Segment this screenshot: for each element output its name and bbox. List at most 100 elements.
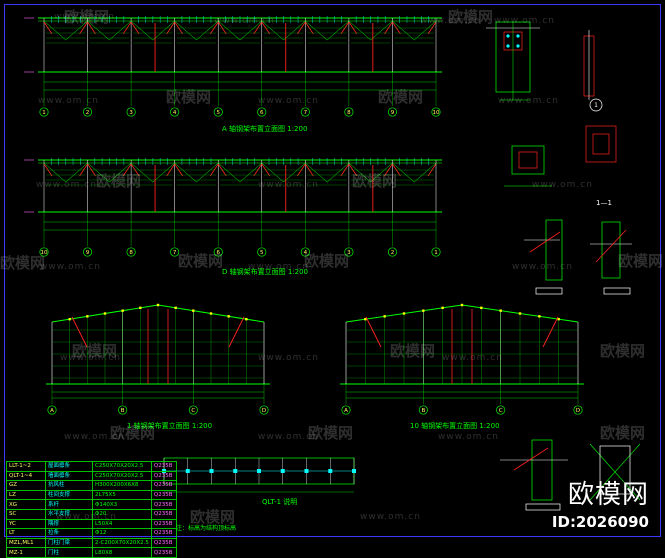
elev-a-bracing xyxy=(414,20,437,41)
legend-cell: C250X70X20X2.5 xyxy=(92,470,152,482)
elev-a-axis-10-bubble xyxy=(431,107,441,117)
elev-a-axis-3-bubble xyxy=(126,107,136,117)
watermark-brand: 欧模网 xyxy=(64,8,110,26)
elev-a-bracing xyxy=(283,20,306,41)
elev-d-axis-4-label: 4 xyxy=(304,250,308,256)
joint-brace-b xyxy=(595,229,627,263)
sec-1-axis-A-label: A xyxy=(50,408,54,414)
legend-cell: SC xyxy=(6,508,46,520)
bracing-detail-title: QLT-1 说明 xyxy=(262,498,298,506)
watermark-url: www.om.cn xyxy=(420,16,481,26)
elev-d-axis-9-label: 9 xyxy=(86,250,90,256)
elev-a-bracing xyxy=(392,20,415,41)
legend-cell: Q235B xyxy=(150,470,177,482)
elev-d-bracing xyxy=(109,162,132,183)
elev-a-axis-2-label: 2 xyxy=(86,110,90,116)
bottom-joint-column xyxy=(531,439,553,501)
joint-base-a xyxy=(535,287,563,295)
legend-cell: 屋面檩条 xyxy=(45,461,93,472)
legend-cell: 2L75X5 xyxy=(92,489,152,501)
elev-d-axis-5-label: 5 xyxy=(260,250,264,256)
watermark-brand: 欧模网 xyxy=(72,342,118,360)
elev-d-axis-2-bubble xyxy=(387,247,397,257)
section-1-title: 1 轴钢架布置立面图 1:200 xyxy=(127,422,213,430)
legend-cell: C250X70X20X2.5 xyxy=(92,461,152,472)
legend-cell: Q235B xyxy=(150,489,177,501)
sec-1-brace xyxy=(71,316,88,348)
sec-1-purlin-mark xyxy=(174,306,177,310)
legend-cell: 门柱门梁 xyxy=(45,537,93,549)
bottom-joint-base xyxy=(525,503,561,511)
elev-a-bracing xyxy=(109,20,132,41)
sec-1-purlin-mark xyxy=(139,306,142,310)
legend-cell: 门柱 xyxy=(45,547,93,558)
legend-cell: Q235B xyxy=(150,499,177,510)
elev-d-axis-7-label: 7 xyxy=(173,250,177,256)
elev-a-axis-5-bubble xyxy=(213,107,223,117)
elev-a-bracing xyxy=(43,20,66,41)
detail-bolt xyxy=(516,34,520,38)
watermark-url: www.om.cn xyxy=(54,12,115,22)
watermark-url: www.om.cn xyxy=(60,353,121,363)
legend-cell: LLT-1~2 xyxy=(6,461,46,472)
elev-a-bracing xyxy=(370,20,393,41)
elev-a-axis-5-label: 5 xyxy=(216,110,220,116)
sec-10-purlin-mark xyxy=(402,312,406,315)
watermark-url: www.om.cn xyxy=(56,512,117,522)
watermark-url: www.om.cn xyxy=(64,432,125,442)
watermark-brand: 欧模网 xyxy=(190,508,236,526)
sec-1-purlin-mark xyxy=(227,315,230,318)
watermark-url: www.om.cn xyxy=(258,432,319,442)
elev-d-bracing xyxy=(283,162,306,183)
elev-d-axis-7-bubble xyxy=(170,247,180,257)
bracing-detail xyxy=(162,457,356,493)
sec-10-purlin-mark xyxy=(441,306,444,310)
section-1-1-label: 1—1 xyxy=(596,199,612,207)
elev-d-axis-2-label: 2 xyxy=(391,250,395,256)
elev-a-bracing xyxy=(239,20,262,41)
legend-cell: Q235B xyxy=(150,461,177,472)
watermark-url: www.om.cn xyxy=(360,512,421,522)
watermark-url: www.om.cn xyxy=(442,353,503,363)
sec-1-purlin-mark xyxy=(156,303,160,307)
elev-a-axis-4-label: 4 xyxy=(173,110,177,116)
elev-a-axis-10-label: 10 xyxy=(433,110,440,116)
elev-a-axis-1-bubble xyxy=(39,107,49,117)
elev-a-axis-7-label: 7 xyxy=(304,110,308,116)
legend-cell: 拉条 xyxy=(45,528,93,539)
elev-d-axis-3-bubble xyxy=(344,247,354,257)
legend-cell: Q235B xyxy=(150,480,177,491)
elev-d-axis-10-label: 10 xyxy=(41,250,48,256)
watermark-url: www.om.cn xyxy=(258,353,319,363)
elev-d-axis-1-bubble xyxy=(431,247,441,257)
elev-a-axis-6-bubble xyxy=(257,107,267,117)
elev-d-axis-9-bubble xyxy=(83,247,93,257)
watermark-url: www.om.cn xyxy=(258,96,319,106)
legend-cell: MZL,ML1 xyxy=(6,537,46,549)
watermark-brand: 欧模网 xyxy=(304,252,350,270)
elev-d-axis-1-label: 1 xyxy=(434,250,438,256)
elev-d-bracing xyxy=(65,162,88,183)
sec-1-purlin-mark xyxy=(209,312,213,315)
watermark-brand: 欧模网 xyxy=(390,342,436,360)
legend-cell: LZ xyxy=(6,489,46,501)
elev-a-axis-1-label: 1 xyxy=(42,110,46,116)
detail-bolt xyxy=(506,34,510,38)
watermark-brand: 欧模网 xyxy=(0,254,46,272)
legend-cell: H300X200X6X8 xyxy=(92,480,152,491)
bracing-node xyxy=(352,469,356,473)
sec-1-purlin-mark xyxy=(121,309,124,312)
elevation-a-title: A 轴钢架布置立面图 1:200 xyxy=(222,125,308,133)
legend-cell: QLT-1~4 xyxy=(6,470,46,482)
joint-base-b xyxy=(603,287,631,295)
sec-10-purlin-mark xyxy=(364,317,367,321)
section-10-title: 10 轴钢架布置立面图 1:200 xyxy=(410,422,500,430)
elev-a-axis-4-bubble xyxy=(170,107,180,117)
elev-a-axis-7-bubble xyxy=(300,107,310,117)
